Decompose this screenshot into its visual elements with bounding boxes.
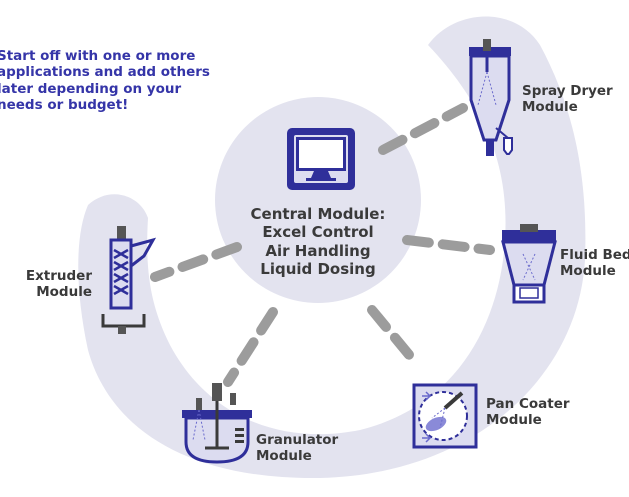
intro-line: later depending on your bbox=[0, 80, 182, 97]
spray-dryer-icon bbox=[469, 39, 513, 156]
pan-coater-line: Pan Coater bbox=[486, 396, 570, 412]
central-module-line: Liquid Dosing bbox=[260, 259, 376, 278]
fluid-bed-line: Fluid Bed bbox=[560, 247, 629, 263]
fluid-bed-line: Module bbox=[560, 263, 616, 280]
intro-line: Start off with one or more bbox=[0, 48, 196, 64]
extruder-line: Module bbox=[36, 284, 92, 301]
spray-dryer-label: Spray Dryer Module bbox=[522, 83, 613, 116]
intro-line: applications and add others bbox=[0, 64, 210, 81]
granulator-line: Module bbox=[256, 448, 312, 465]
pan-coater-icon bbox=[412, 383, 478, 449]
granulator-icon bbox=[182, 383, 252, 464]
fluid-bed-icon bbox=[501, 224, 557, 304]
intro-text: Start off with one or more applications … bbox=[0, 48, 210, 114]
outer-arc-band bbox=[78, 16, 586, 479]
central-module-label: Central Module: Excel Control Air Handli… bbox=[238, 205, 398, 278]
connectors bbox=[150, 103, 495, 387]
spray-dryer-line: Spray Dryer bbox=[522, 83, 613, 99]
connector-pan-coater bbox=[367, 305, 420, 367]
extruder-icon bbox=[101, 226, 157, 334]
central-module-line: Excel Control bbox=[262, 223, 374, 242]
connector-extruder bbox=[150, 242, 242, 282]
monitor-icon bbox=[287, 128, 355, 190]
background-shapes bbox=[78, 16, 586, 479]
pan-coater-label: Pan Coater Module bbox=[486, 396, 570, 429]
central-module-line: Central Module: bbox=[250, 205, 386, 223]
granulator-label: Granulator Module bbox=[256, 432, 338, 465]
connector-granulator bbox=[223, 307, 278, 387]
intro-line: needs or budget! bbox=[0, 97, 129, 114]
extruder-line: Extruder bbox=[25, 268, 92, 284]
connector-fluid-bed bbox=[402, 235, 495, 255]
spray-dryer-line: Module bbox=[522, 99, 578, 116]
central-module-line: Air Handling bbox=[265, 241, 371, 260]
connector-spray-dryer bbox=[378, 103, 468, 155]
central-circle bbox=[215, 97, 421, 303]
pan-coater-line: Module bbox=[486, 412, 542, 429]
granulator-line: Granulator bbox=[256, 432, 339, 448]
fluid-bed-label: Fluid Bed Module bbox=[560, 247, 629, 280]
extruder-label: Extruder Module bbox=[20, 268, 92, 301]
